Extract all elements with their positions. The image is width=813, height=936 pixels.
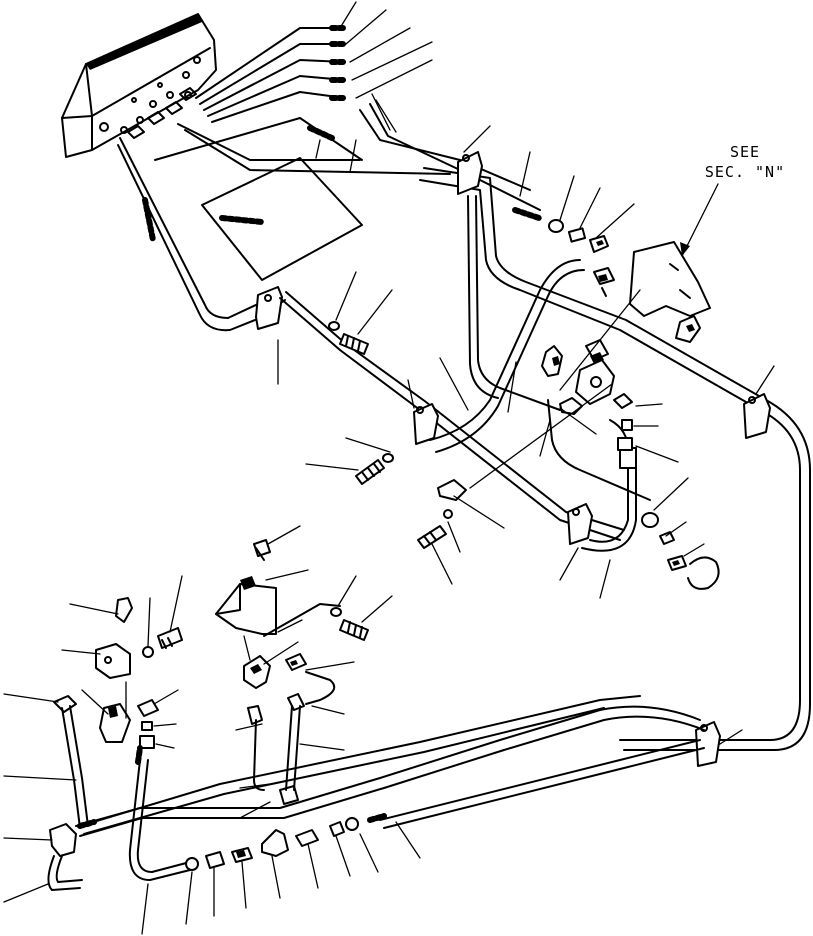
- tube-ends-lower: [77, 745, 387, 829]
- upper-tube-bundle: [177, 27, 541, 211]
- bolt-washer-3: [417, 509, 453, 549]
- bottom-fittings-row: [185, 817, 359, 871]
- small-screw-top: [253, 539, 271, 561]
- tube-clamp-2: [457, 151, 483, 195]
- tube-clamp-4: [413, 403, 439, 445]
- fittings-upper-right: [548, 219, 615, 297]
- tube-ends-upper: [142, 25, 542, 243]
- fittings-right-middle: [613, 393, 720, 590]
- bolt-washer-2: [355, 453, 394, 485]
- callout-line-1: SEE: [729, 143, 761, 161]
- left-tube-loop: [117, 137, 286, 332]
- manifold-block: [61, 13, 217, 158]
- bolt-washer-4: [330, 607, 369, 641]
- leader-lines: [3, 1, 775, 935]
- right-u-tube: [581, 419, 637, 552]
- callout-line-2: SEC. "N": [704, 163, 786, 181]
- tube-clamp-1: [255, 286, 283, 330]
- elbow-fitting-center: [541, 345, 563, 377]
- plate-outline: [154, 117, 363, 281]
- callout-arrowhead: [680, 242, 690, 256]
- clip-center: [437, 397, 583, 501]
- tube-clamp-3: [743, 393, 771, 439]
- tube-clamp-5: [567, 503, 593, 545]
- tube-clamp-6: [695, 721, 721, 767]
- bolt-washer-1: [328, 321, 369, 355]
- lower-left-bracket: [95, 597, 183, 679]
- relief-valve: [575, 339, 615, 405]
- lower-left-fittings: [49, 695, 159, 857]
- bracket-sec-n: [629, 241, 711, 343]
- see-section-callout: SEE SEC. "N": [690, 142, 800, 182]
- lower-bracket-plate: [215, 576, 341, 637]
- port-fittings: [127, 87, 197, 139]
- center-tube-arc: [429, 259, 651, 501]
- main-tube-run: [279, 167, 811, 751]
